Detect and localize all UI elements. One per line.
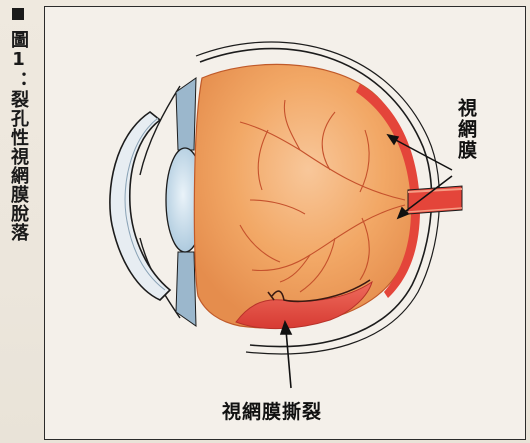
label-retinal-tear: 視網膜撕裂 [222, 397, 322, 424]
label-retina: 視網膜 [451, 98, 475, 161]
cornea [110, 112, 170, 300]
tear-pointer [281, 322, 291, 388]
optic-nerve [408, 186, 462, 214]
